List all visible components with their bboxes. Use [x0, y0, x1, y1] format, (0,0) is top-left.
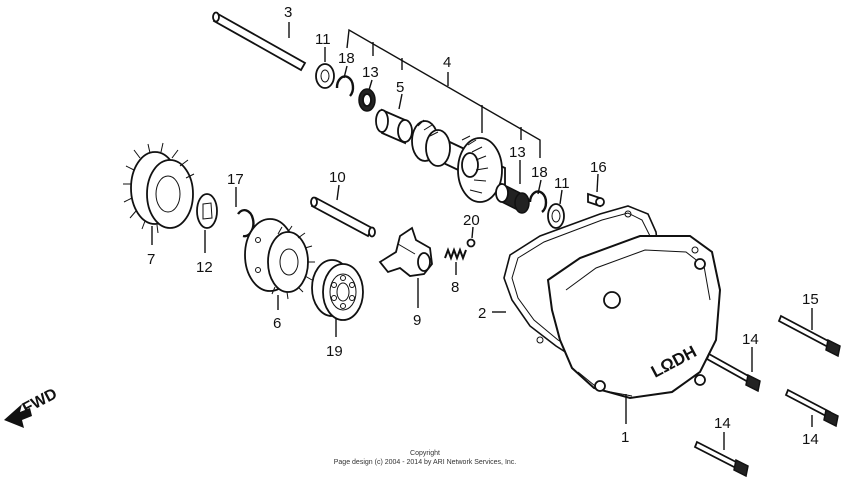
- forward-arrow-icon: [4, 404, 32, 428]
- callout-12: 12: [196, 259, 213, 276]
- callout-10: 10: [329, 169, 346, 186]
- callout-11-top: 11: [315, 31, 331, 48]
- gear-7-part[interactable]: [123, 142, 195, 234]
- fork-shaft-part[interactable]: [310, 196, 376, 238]
- callout-6: 6: [273, 315, 281, 332]
- callout-19: 19: [326, 343, 343, 360]
- callout-2: 2: [478, 305, 486, 322]
- washer-part-right[interactable]: [547, 203, 565, 229]
- callout-11-right: 11: [554, 175, 570, 192]
- leader-20: [471, 226, 474, 239]
- callout-14-upper: 14: [742, 331, 759, 348]
- gear-6-part[interactable]: [244, 218, 315, 300]
- callout-7: 7: [147, 251, 155, 268]
- shaft-part[interactable]: [212, 11, 307, 72]
- bolt-14-part-right[interactable]: [784, 388, 839, 428]
- ball-bearing-part[interactable]: [311, 259, 364, 321]
- callout-13-right: 13: [509, 144, 526, 161]
- bushing-part[interactable]: [375, 108, 413, 145]
- shift-fork-part[interactable]: [378, 226, 433, 277]
- callout-5: 5: [396, 79, 404, 96]
- circlip-part-right[interactable]: [528, 190, 548, 213]
- countershaft-gear-part[interactable]: [411, 119, 506, 203]
- callout-17: 17: [227, 171, 244, 188]
- splined-washer-part[interactable]: [196, 193, 218, 229]
- leader-18-right: [537, 179, 542, 195]
- circlip-17-part[interactable]: [237, 209, 255, 238]
- copyright-line-1: Copyright: [410, 450, 440, 457]
- callout-1: 1: [621, 429, 629, 446]
- callout-15: 15: [802, 291, 819, 308]
- callout-20: 20: [463, 212, 480, 229]
- leader-11-right: [559, 189, 563, 205]
- circlip-part-top[interactable]: [335, 75, 355, 97]
- spring-part[interactable]: [444, 247, 467, 261]
- needle-bearing-part-top[interactable]: [358, 88, 376, 112]
- leader-10: [336, 184, 340, 201]
- copyright-line-2: Page design (c) 2004 - 2014 by ARI Netwo…: [333, 459, 517, 466]
- bolt-15-part[interactable]: [777, 314, 841, 358]
- callout-16: 16: [590, 159, 607, 176]
- callout-18-right: 18: [531, 164, 548, 181]
- leader-13-top: [368, 79, 373, 91]
- callout-14-right: 14: [802, 431, 819, 448]
- dowel-pin-part[interactable]: [587, 192, 605, 208]
- callout-4: 4: [443, 54, 451, 71]
- forward-direction-label: FWD: [20, 385, 60, 417]
- needle-bearing-part-right[interactable]: [495, 182, 530, 214]
- bolt-14-part-upper[interactable]: [705, 352, 761, 393]
- bracket-4: [346, 28, 541, 158]
- callout-14-bottom: 14: [714, 415, 731, 432]
- cover-part[interactable]: [546, 235, 722, 400]
- callout-13-top: 13: [362, 64, 379, 81]
- leader-18-top: [343, 65, 348, 79]
- callout-9: 9: [413, 312, 421, 329]
- callout-18-top: 18: [338, 50, 355, 67]
- callout-8: 8: [451, 279, 459, 296]
- bolt-14-part-bottom[interactable]: [693, 440, 749, 478]
- washer-part-top[interactable]: [315, 63, 335, 89]
- callout-3: 3: [284, 4, 292, 21]
- ball-part[interactable]: [466, 238, 476, 248]
- leader-5: [398, 93, 403, 110]
- leader-16: [596, 173, 599, 193]
